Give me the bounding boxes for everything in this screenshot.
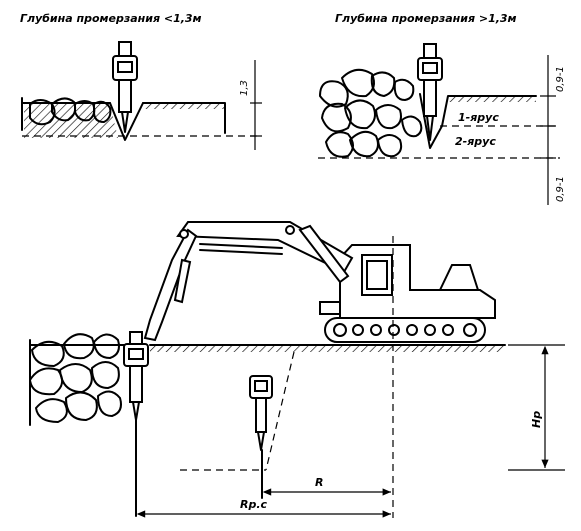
surface-hatch-right: [448, 96, 536, 102]
hydraulic-hammer-left: [112, 41, 138, 133]
dim-label-r: R: [315, 476, 323, 489]
title-shallow: Глубина промерзания <1,3м: [20, 12, 202, 25]
panel-shallow-freezing: Глубина промерзания <1,3м: [20, 12, 262, 150]
dim-label-1-3: 1,3: [239, 80, 250, 96]
dim-label-top: 0,9-1: [555, 66, 566, 92]
surface-hatch: [143, 103, 225, 109]
frozen-blocks: [24, 97, 118, 138]
dim-hp: Hp: [508, 344, 565, 471]
dim-r: R: [262, 476, 391, 496]
ground-hatch: [150, 345, 505, 352]
title-deep: Глубина промерзания >1,3м: [335, 12, 517, 25]
panel-deep-freezing: Глубина промерзания >1,3м 1-ярус 2-ярус: [318, 12, 566, 205]
tier-2-label: 2-ярус: [455, 135, 496, 148]
tracks: [324, 317, 486, 343]
dim-label-hp: Hp: [530, 411, 543, 428]
hydraulic-hammer-main: [123, 331, 149, 421]
trench-v: [109, 102, 144, 141]
main-excavator-scene: Hp R Rp.c: [29, 221, 565, 518]
dim-label-rpc: Rp.c: [240, 498, 268, 511]
dim-depth-right: 0,9-1 0,9-1: [540, 55, 566, 205]
dim-depth-left: 1,3: [239, 60, 262, 150]
boulders-right: [319, 68, 423, 158]
dim-label-bottom: 0,9-1: [555, 176, 566, 202]
excavator-boom: [143, 221, 354, 342]
rubble-left: [29, 333, 122, 423]
tier-1-label: 1-ярус: [458, 111, 499, 124]
dim-rpc: Rp.c: [136, 498, 391, 518]
excavator-body: [319, 244, 496, 319]
hydraulic-hammer-right: [417, 43, 443, 141]
hammer-position-ghost: [180, 351, 295, 499]
